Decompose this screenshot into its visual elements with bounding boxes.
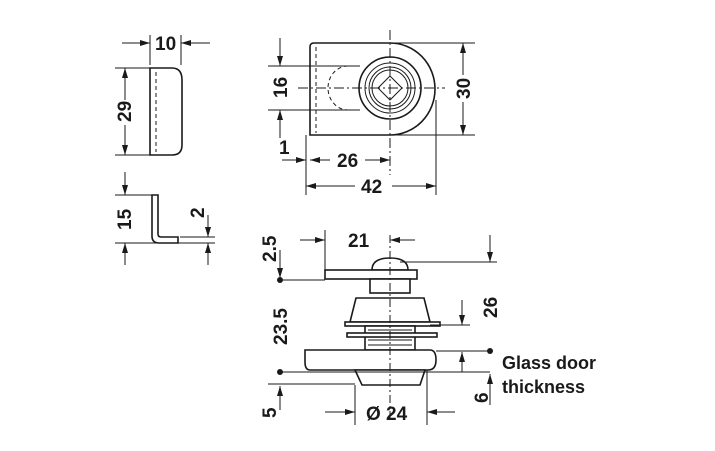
dim-42: 42	[361, 177, 382, 198]
dim-height-29: 29	[115, 101, 136, 122]
dim-height-15: 15	[115, 208, 136, 230]
dim-23-5: 23.5	[271, 308, 292, 345]
dim-width-10: 10	[155, 34, 176, 55]
thickness-label: thickness	[502, 377, 585, 397]
dim-1: 1	[279, 138, 290, 159]
dim-30: 30	[454, 78, 475, 99]
dim-26-side: 26	[481, 297, 502, 318]
dim-2-5: 2.5	[260, 235, 281, 262]
side-view: 21 2.5 23.5 26 5 6 Ø 24 Glass door thick…	[260, 230, 596, 425]
dim-26: 26	[337, 151, 358, 172]
strike-plate-view: 10 29	[115, 34, 210, 156]
dim-5: 5	[260, 407, 281, 418]
dim-6: 6	[472, 392, 493, 403]
bracket-view: 15 2	[115, 172, 215, 265]
front-view: 16 30 1 26 42	[268, 30, 475, 198]
dim-thickness-2: 2	[188, 207, 209, 218]
dim-diameter-24: Ø 24	[366, 404, 408, 425]
dim-16: 16	[271, 77, 292, 98]
dim-21: 21	[348, 231, 370, 252]
glass-door-label: Glass door	[502, 353, 596, 373]
